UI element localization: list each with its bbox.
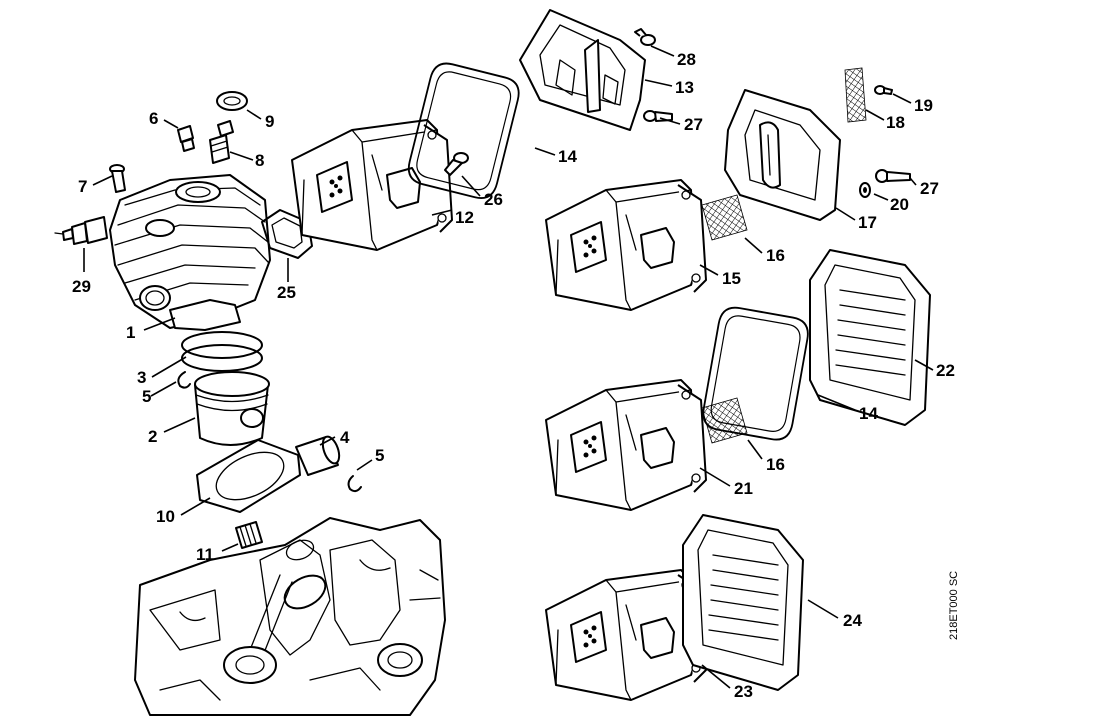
- part-13-muffler-cover: [519, 9, 646, 131]
- part-27-screw-upper: [643, 110, 673, 122]
- part-16-spark-arrestor-screen-lower: [701, 397, 748, 444]
- callout-4: 4: [340, 428, 350, 447]
- crankcase-engine-housing: [134, 517, 446, 716]
- callout-9: 9: [265, 112, 274, 131]
- part-18-screen: [844, 67, 867, 123]
- part-21-muffler: [545, 379, 707, 511]
- leader-lines: [83, 45, 934, 689]
- part-1-cylinder: [109, 174, 271, 331]
- callout-17: 17: [858, 213, 877, 232]
- callout-24: 24: [843, 611, 862, 630]
- callout-27-upper: 27: [684, 115, 703, 134]
- callout-12: 12: [455, 208, 474, 227]
- callout-27-lower: 27: [920, 179, 939, 198]
- part-25-intake-gasket: [261, 209, 313, 259]
- callout-1: 1: [126, 323, 135, 342]
- callout-19: 19: [914, 96, 933, 115]
- part-20-washer: [859, 182, 871, 198]
- callout-14-upper: 14: [558, 147, 577, 166]
- part-10-cylinder-base-gasket: [196, 439, 301, 513]
- part-16-spark-arrestor-screen-upper: [701, 194, 748, 241]
- callout-10: 10: [156, 507, 175, 526]
- part-19-screw: [874, 85, 893, 95]
- callout-29: 29: [72, 277, 91, 296]
- callout-21: 21: [734, 479, 753, 498]
- part-27-screw-lower: [875, 169, 911, 183]
- part-28-screw: [634, 28, 656, 46]
- callout-20: 20: [890, 195, 909, 214]
- part-5-circlip-left: [177, 371, 191, 389]
- callout-26: 26: [484, 190, 503, 209]
- part-9-seal-ring: [216, 91, 248, 111]
- callout-11: 11: [196, 545, 214, 564]
- callout-16-lower: 16: [766, 455, 785, 474]
- part-15-muffler: [545, 179, 707, 311]
- part-5-circlip-right: [347, 475, 362, 493]
- callout-8: 8: [255, 151, 264, 170]
- callout-5-left: 5: [142, 387, 151, 406]
- callout-6: 6: [149, 109, 158, 128]
- callout-25: 25: [277, 283, 296, 302]
- part-8-decompression-valve: [209, 120, 234, 164]
- part-7-bolt: [109, 164, 126, 193]
- callout-28: 28: [677, 50, 696, 69]
- part-11-needle-cage: [235, 521, 263, 549]
- part-24-cover-shield: [682, 514, 804, 691]
- callout-labels: 1 2 3 4 5 5 6 7 8 9 10 11 12 13 14 14 15…: [72, 50, 955, 701]
- part-17-muffler-cover: [724, 89, 841, 221]
- part-6-plug: [177, 125, 195, 152]
- callout-22: 22: [936, 361, 955, 380]
- callout-16-upper: 16: [766, 246, 785, 265]
- callout-7: 7: [78, 177, 87, 196]
- part-3-piston-rings: [181, 331, 263, 372]
- part-4-piston-pin: [295, 435, 341, 476]
- callout-18: 18: [886, 113, 905, 132]
- drawing-reference-code: 218ET000 SC: [948, 570, 960, 640]
- part-26-screw: [444, 152, 469, 176]
- callout-3: 3: [137, 368, 146, 387]
- callout-14-lower: 14: [859, 404, 878, 423]
- part-23-muffler: [545, 569, 707, 701]
- callout-2: 2: [148, 427, 157, 446]
- callout-5-right: 5: [375, 446, 384, 465]
- part-29-spark-plug: [54, 216, 108, 245]
- part-2-piston: [194, 371, 270, 446]
- callout-13: 13: [675, 78, 694, 97]
- callout-23: 23: [734, 682, 753, 701]
- callout-15: 15: [722, 269, 741, 288]
